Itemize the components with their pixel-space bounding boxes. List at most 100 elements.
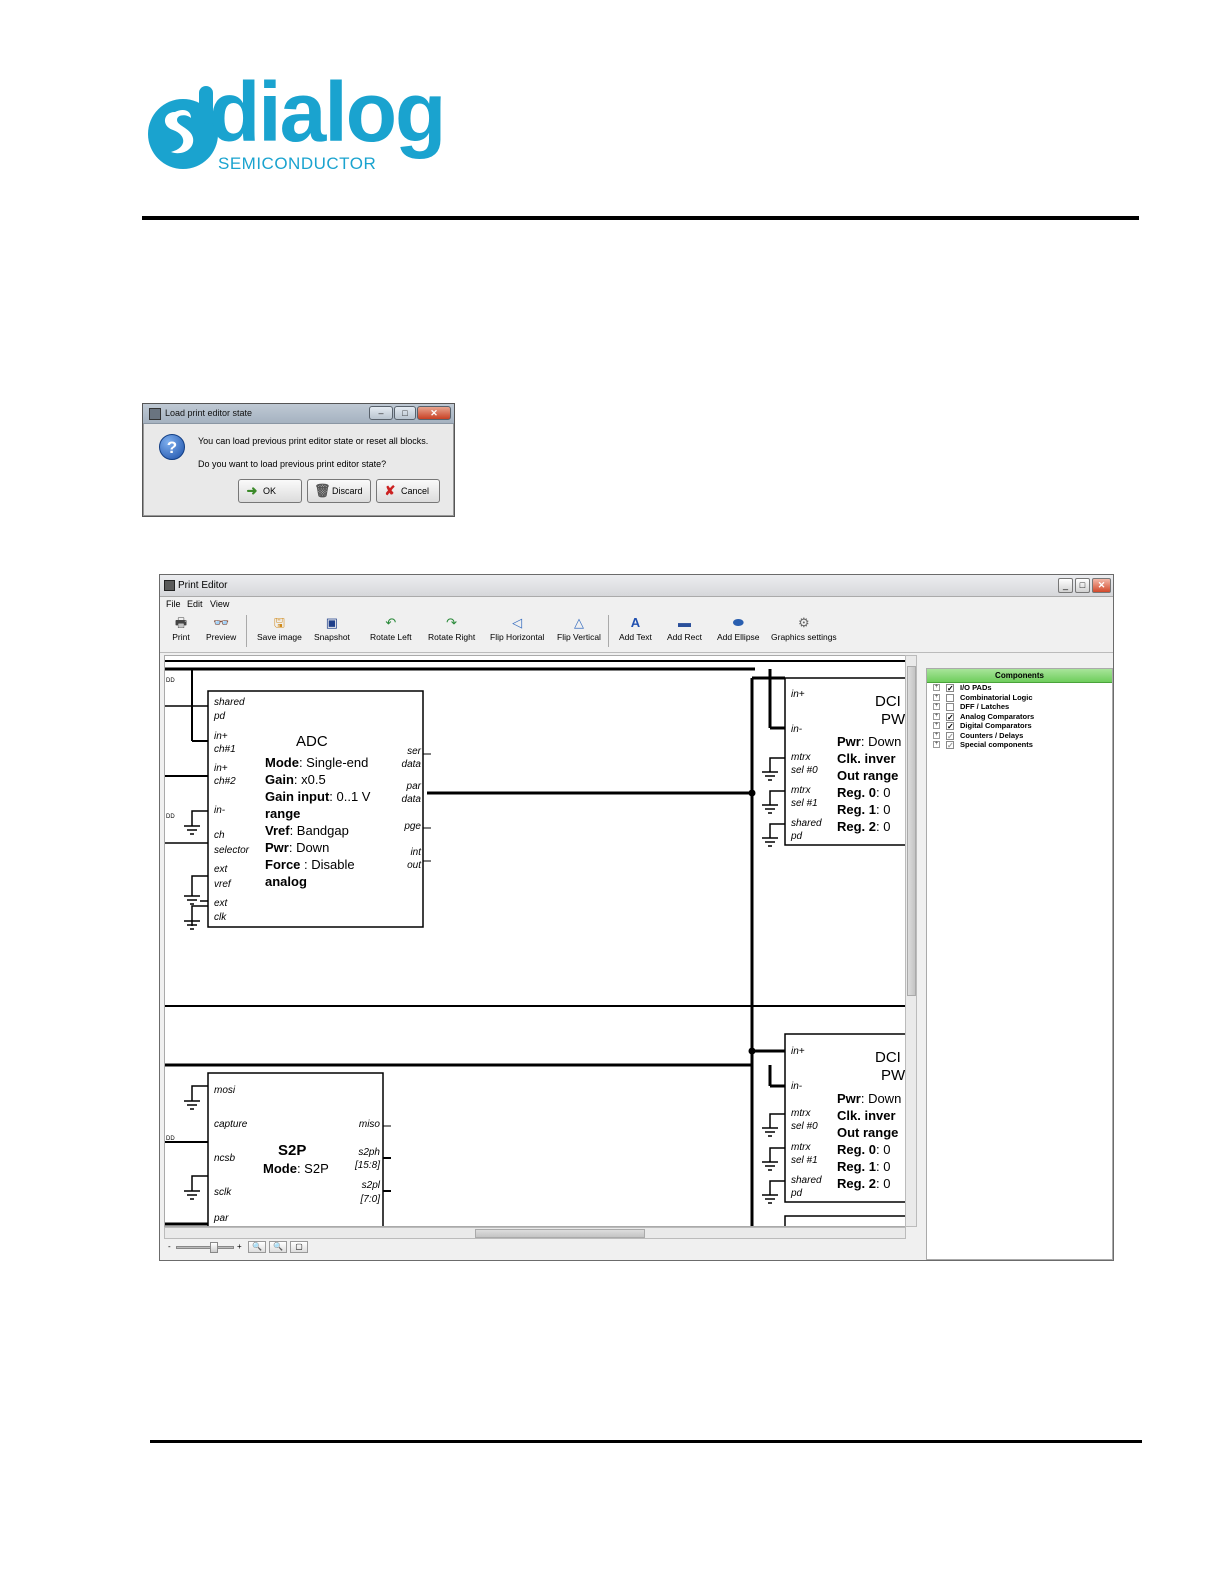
toolbar: 🖶Print 👓Preview 🖫Save image ▣Snapshot ↶R… xyxy=(160,611,1113,653)
dcmp1-pin: in- xyxy=(791,724,803,735)
zoom-fit-button[interactable]: ▢ xyxy=(290,1241,308,1253)
component-tree-item[interactable]: +Combinatorial Logic xyxy=(927,693,1112,703)
minimize-button[interactable]: – xyxy=(369,406,393,420)
dcmp1-param: Reg. 2: 0 xyxy=(837,819,890,834)
components-list: +✓I/O PADs+Combinatorial Logic+DFF / Lat… xyxy=(927,683,1112,750)
dcmp2-pin: shared xyxy=(791,1175,822,1186)
horizontal-scrollbar[interactable] xyxy=(164,1227,906,1239)
add-rect-icon: ▬ xyxy=(677,615,691,630)
dcmp-block-2[interactable]: DCI PW in+ in- mtrx sel #0 mtrx sel #1 s… xyxy=(784,1033,906,1227)
expand-icon[interactable]: + xyxy=(933,693,940,701)
cancel-button[interactable]: ✘ Cancel xyxy=(376,479,440,503)
zoom-in-button[interactable]: 🔍 xyxy=(248,1241,266,1253)
zoom-out-button[interactable]: 🔍 xyxy=(269,1241,287,1253)
ok-button[interactable]: ➜ OK xyxy=(238,479,302,503)
component-label: Analog Comparators xyxy=(960,711,1035,721)
vdd-label: DD xyxy=(166,678,175,684)
discard-button[interactable]: 🗑 Discard xyxy=(307,479,371,503)
dcmp-block-1[interactable]: DCI PW in+ in- mtrx sel #0 mtrx sel #1 s… xyxy=(784,677,906,846)
expand-icon[interactable]: + xyxy=(933,712,940,720)
component-checkbox[interactable] xyxy=(946,703,954,711)
adc-block[interactable]: ADC shared pd in+ ch#1 in+ ch#2 in- ch s… xyxy=(207,690,424,928)
flip-vertical-button[interactable]: △Flip Vertical xyxy=(557,613,601,642)
dcmp1-pin: mtrx xyxy=(791,752,811,763)
component-label: DFF / Latches xyxy=(960,702,1010,711)
close-button[interactable]: ✕ xyxy=(417,406,451,420)
dcmp2-pin: in+ xyxy=(791,1046,805,1057)
adc-title: ADC xyxy=(296,733,328,750)
component-checkbox[interactable]: ✓ xyxy=(946,722,954,731)
adc-pin: in+ xyxy=(214,763,228,774)
dcmp2-param: Pwr: Down xyxy=(837,1091,901,1106)
component-tree-item[interactable]: +✓Digital Comparators xyxy=(927,721,1112,731)
component-checkbox[interactable]: ✓ xyxy=(946,684,954,693)
editor-maximize-button[interactable]: □ xyxy=(1075,578,1090,593)
print-button[interactable]: 🖶Print xyxy=(172,613,190,642)
zoom-minus-icon[interactable]: - xyxy=(168,1242,171,1251)
snapshot-button[interactable]: ▣Snapshot xyxy=(314,613,350,642)
add-ellipse-button[interactable]: ⬬Add Ellipse xyxy=(717,613,760,642)
maximize-button[interactable]: □ xyxy=(394,406,416,420)
add-text-icon: A xyxy=(630,615,641,630)
vertical-scrollbar[interactable] xyxy=(905,655,917,1227)
expand-icon[interactable]: + xyxy=(933,741,940,748)
component-checkbox[interactable]: ✓ xyxy=(946,741,954,750)
add-rect-button[interactable]: ▬Add Rect xyxy=(667,613,702,642)
component-checkbox[interactable] xyxy=(946,693,954,702)
component-checkbox[interactable]: ✓ xyxy=(946,731,954,741)
adc-pin: vref xyxy=(214,879,232,890)
expand-icon[interactable]: + xyxy=(933,731,940,739)
expand-icon[interactable]: + xyxy=(933,722,940,729)
adc-pin: ext xyxy=(214,898,229,909)
dcmp1-pin: pd xyxy=(790,831,803,842)
adc-pin: pd xyxy=(213,711,226,722)
snapshot-label: Snapshot xyxy=(314,632,350,642)
vertical-scroll-thumb[interactable] xyxy=(907,666,916,996)
component-tree-item[interactable]: + ✓ Analog Comparators xyxy=(927,711,1112,722)
zoom-slider-handle[interactable] xyxy=(210,1242,218,1253)
dcmp1-pin: in+ xyxy=(791,689,805,700)
component-tree-item[interactable]: + DFF / Latches xyxy=(927,702,1112,712)
menu-view[interactable]: View xyxy=(210,599,230,609)
editor-minimize-button[interactable]: _ xyxy=(1058,578,1073,593)
adc-pin: pge xyxy=(403,821,421,832)
zoom-plus-icon[interactable]: + xyxy=(237,1242,242,1251)
menu-edit[interactable]: Edit xyxy=(187,599,203,609)
wires xyxy=(165,660,905,1226)
horizontal-scroll-thumb[interactable] xyxy=(475,1229,645,1238)
graphics-settings-label: Graphics settings xyxy=(771,632,837,642)
dcmp1-pin: sel #1 xyxy=(791,798,818,809)
s2p-block[interactable]: S2P Mode: S2P mosi capture ncsb sclk par… xyxy=(207,1072,384,1227)
dcmp2-param: Reg. 0: 0 xyxy=(837,1142,890,1157)
dcmp1-param: Out range xyxy=(837,768,898,783)
dcmp1-pins: in+ in- mtrx sel #0 mtrx sel #1 shared p… xyxy=(790,689,822,842)
s2p-right-pins: miso s2ph [15:8] s2pl [7:0] xyxy=(354,1119,381,1205)
save-image-button[interactable]: 🖫Save image xyxy=(257,613,302,642)
adc-pin: in+ xyxy=(214,731,228,742)
dcmp2-pin: sel #0 xyxy=(791,1121,818,1132)
component-tree-item[interactable]: +✓Special components xyxy=(927,740,1112,750)
dcmp2-param: Clk. inver xyxy=(837,1108,896,1123)
preview-button[interactable]: 👓Preview xyxy=(206,613,236,642)
graphics-settings-button[interactable]: ⚙Graphics settings xyxy=(771,613,837,642)
schematic-canvas[interactable]: DD DD DD ADC shared pd in+ ch#1 in+ ch#2… xyxy=(164,655,906,1227)
dcmp1-pin: sel #0 xyxy=(791,765,818,776)
rotate-left-button[interactable]: ↶Rotate Left xyxy=(370,613,412,642)
dcmp1-param: Pwr: Down xyxy=(837,734,901,749)
menu-file[interactable]: File xyxy=(166,599,181,609)
ok-arrow-icon: ➜ xyxy=(246,483,258,498)
editor-close-button[interactable]: ✕ xyxy=(1092,578,1111,593)
zoom-slider[interactable] xyxy=(176,1246,234,1249)
expand-icon[interactable]: + xyxy=(933,703,940,710)
flip-horizontal-button[interactable]: ◁Flip Horizontal xyxy=(490,613,544,642)
app-icon xyxy=(149,408,161,420)
trash-icon: 🗑 xyxy=(314,483,331,498)
component-tree-item[interactable]: +✓Counters / Delays xyxy=(927,731,1112,741)
expand-icon[interactable]: + xyxy=(933,684,940,691)
component-tree-item[interactable]: +✓I/O PADs xyxy=(927,683,1112,693)
rotate-right-button[interactable]: ↷Rotate Right xyxy=(428,613,475,642)
dcmp2-param: Reg. 2: 0 xyxy=(837,1176,890,1191)
component-checkbox[interactable]: ✓ xyxy=(946,712,954,722)
dcmp1-params: Pwr: Down Clk. inver Out range Reg. 0: 0… xyxy=(837,734,901,834)
